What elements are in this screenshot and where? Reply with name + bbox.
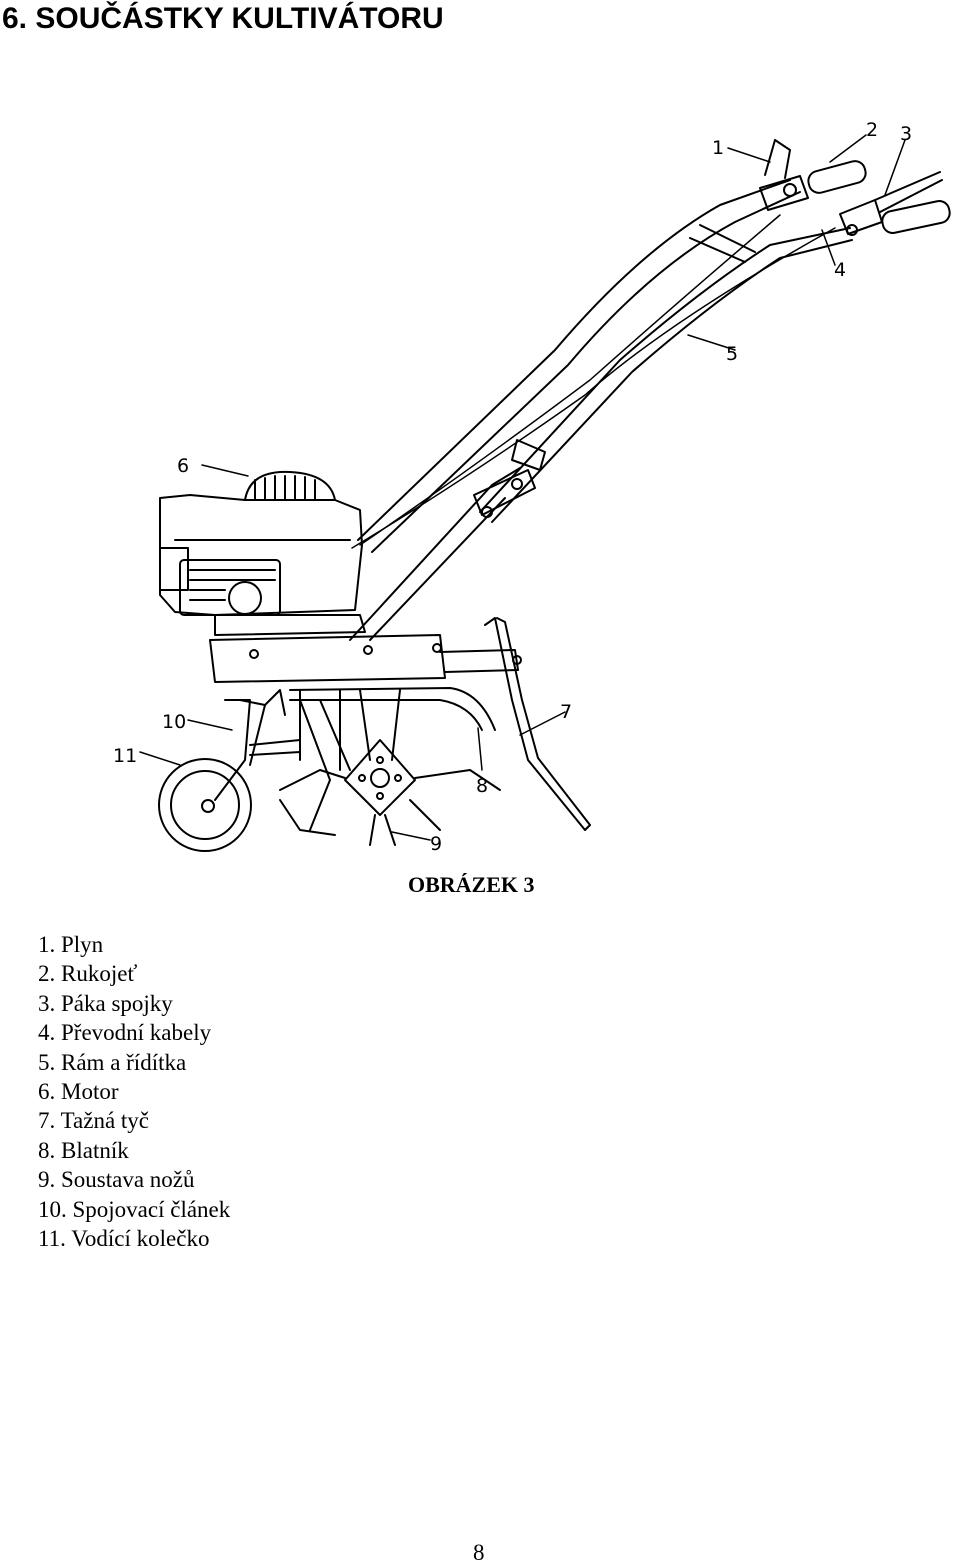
item-number: 2. [38, 961, 56, 987]
item-label: Motor [61, 1079, 119, 1105]
callout-6: 6 [177, 455, 189, 477]
callout-4: 4 [834, 259, 846, 281]
item-label: Rám a řídítka [61, 1049, 187, 1075]
list-item: 4. Převodní kabely [38, 1018, 230, 1047]
control-cables [351, 214, 836, 549]
list-item: 3. Páka spojky [38, 989, 230, 1018]
callout-1: 1 [712, 137, 724, 159]
list-item: 5. Rám a řídítka [38, 1048, 230, 1077]
list-item: 10. Spojovací článek [38, 1195, 230, 1224]
list-item: 11. Vodící kolečko [38, 1224, 230, 1253]
parts-list: 1. Plyn 2. Rukojeť 3. Páka spojky 4. Pře… [38, 930, 230, 1253]
list-item: 7. Tažná tyč [38, 1106, 230, 1135]
item-label: Rukojeť [61, 961, 138, 987]
item-label: Vodící kolečko [71, 1226, 210, 1252]
page-number: 8 [473, 1540, 485, 1565]
callout-10: 10 [162, 711, 186, 733]
list-item: 2. Rukojeť [38, 959, 230, 988]
item-label: Blatník [61, 1137, 129, 1163]
guide-wheel [158, 689, 301, 852]
callout-labels: 1 2 3 4 5 6 7 8 9 10 11 [113, 119, 912, 855]
callout-7: 7 [560, 701, 572, 723]
item-label: Tažná tyč [60, 1108, 150, 1134]
list-item: 1. Plyn [38, 930, 230, 959]
callout-3: 3 [900, 123, 912, 145]
callout-5: 5 [726, 343, 738, 365]
item-number: 3. [38, 990, 56, 1016]
item-number: 8. [38, 1137, 56, 1163]
item-label: Plyn [61, 932, 104, 957]
item-label: Páka spojky [61, 990, 173, 1016]
item-number: 9. [38, 1167, 56, 1193]
leader-lines [139, 134, 906, 841]
callout-2: 2 [866, 119, 878, 141]
callout-8: 8 [476, 775, 488, 797]
list-item: 9. Soustava nožů [38, 1165, 230, 1194]
item-number: 7. [38, 1108, 56, 1134]
engine [159, 470, 366, 636]
figure-caption: OBRÁZEK 3 [408, 872, 535, 897]
callout-9: 9 [430, 833, 442, 855]
item-label: Soustava nožů [61, 1167, 195, 1193]
item-number: 6. [38, 1079, 56, 1105]
item-number: 5. [38, 1049, 56, 1075]
tine-assembly [279, 689, 501, 846]
transmission-housing [209, 634, 519, 731]
handlebar-frame [349, 179, 853, 641]
item-label: Spojovací článek [72, 1196, 231, 1222]
handle-grips [759, 139, 951, 236]
list-item: 8. Blatník [38, 1136, 230, 1165]
item-number: 10. [38, 1196, 67, 1222]
section-heading: 6. SOUČÁSTKY KULTIVÁTORU [2, 2, 444, 35]
item-number: 1. [38, 932, 56, 957]
callout-11: 11 [113, 745, 137, 767]
cultivator-drawing: 1 2 3 4 5 6 7 8 9 10 11 [113, 119, 951, 855]
item-label: Převodní kabely [61, 1020, 212, 1046]
item-number: 11. [38, 1226, 66, 1252]
item-number: 4. [38, 1020, 56, 1046]
drawbar [484, 617, 591, 831]
list-item: 6. Motor [38, 1077, 230, 1106]
